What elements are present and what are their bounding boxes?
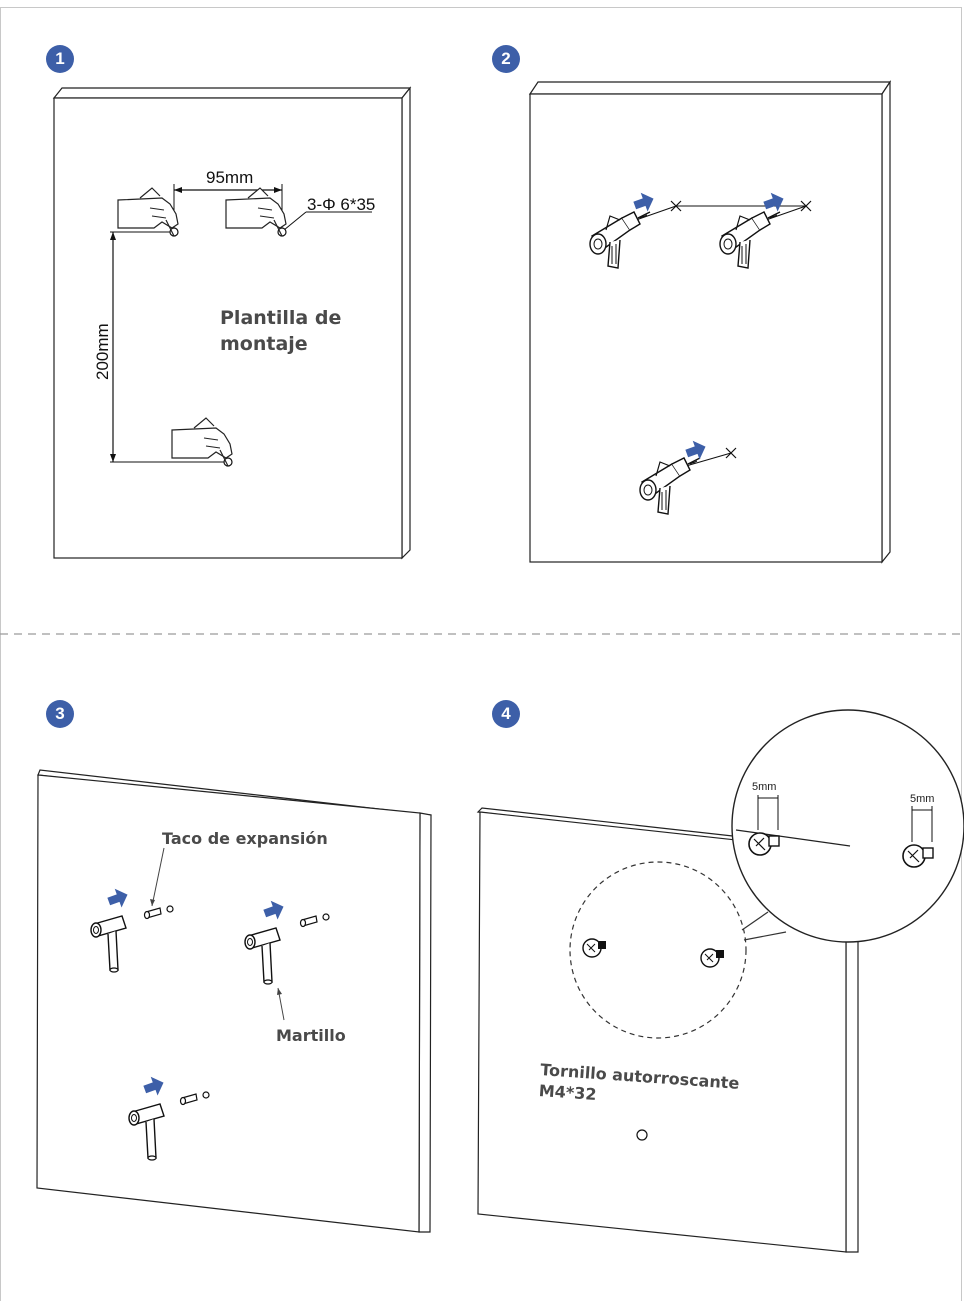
detail-callout-circle (569, 861, 747, 1039)
hole-marker (636, 1129, 648, 1141)
screw-icon (902, 844, 934, 868)
hole-spec-label: 3-Φ 6*35 (307, 195, 375, 214)
step-badge-1: 1 (46, 45, 74, 73)
step4-panel: 5mm 5mm Tornillo autorroscante M4*32 (476, 709, 964, 1253)
step-badge-4: 4 (492, 700, 520, 728)
step1-panel: 95mm 3-Φ 6*35 200mm Plantilla de montaje (52, 86, 412, 560)
step2-panel (528, 80, 892, 564)
anchor-label: Taco de expansión (162, 829, 328, 848)
screw-label-line2: M4*32 (538, 1081, 597, 1104)
horizontal-spacing-label: 95mm (206, 168, 253, 187)
page-frame (0, 7, 962, 1301)
template-label-line2: montaje (220, 333, 308, 355)
screw-icon (582, 938, 606, 958)
screw-icon (700, 948, 724, 968)
gap-label-left: 5mm (752, 781, 776, 793)
screw-icon (748, 832, 780, 856)
vertical-spacing-label: 200mm (93, 323, 112, 380)
template-label-line1: Plantilla de (220, 307, 341, 329)
gap-label-right: 5mm (910, 793, 934, 805)
hammer-label: Martillo (276, 1026, 346, 1045)
step-badge-2: 2 (492, 45, 520, 73)
magnified-view-circle (731, 709, 964, 943)
step3-panel: Taco de expansión Martillo (36, 769, 432, 1233)
step-badge-3: 3 (46, 700, 74, 728)
